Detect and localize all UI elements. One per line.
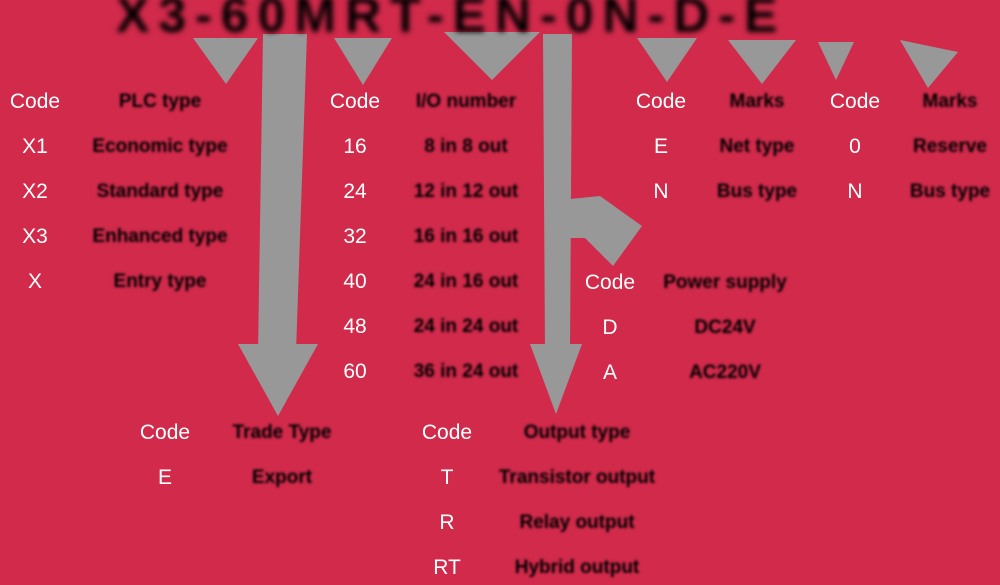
series-code: X3: [22, 225, 48, 248]
marksright-header-label: Marks: [922, 91, 978, 112]
series-code: X: [27, 270, 42, 293]
io-code-header: Code: [329, 90, 381, 113]
io-code: 48: [343, 315, 367, 338]
io-label: 8 in 8 out: [424, 136, 508, 157]
io-header-label: I/O number: [415, 91, 517, 112]
power-code: A: [602, 361, 617, 384]
marksleft-label: Bus type: [716, 181, 798, 202]
marksright-label: Reserve: [913, 136, 987, 157]
series-code-header: Code: [9, 90, 61, 113]
arrow-head-to-output-table-icon: [530, 344, 582, 414]
arrow-to-marksright-header-icon: [900, 40, 958, 88]
output-code: R: [439, 511, 455, 534]
power-label: DC24V: [694, 317, 756, 338]
io-code: 24: [343, 180, 367, 203]
io-label: 36 in 24 out: [413, 361, 519, 382]
marksright-code: 0: [849, 135, 861, 158]
marksright-code: N: [847, 180, 863, 203]
model-number-title: X3-60MRT-EN-0N-D-E: [116, 0, 787, 43]
output-label: Relay output: [519, 512, 635, 533]
output-label: Transistor output: [498, 467, 656, 488]
output-label: Hybrid output: [514, 557, 640, 578]
arrow-to-io-header-icon: [444, 32, 540, 80]
trade-code: E: [157, 466, 172, 489]
arrow-to-marksleft-code-icon: [637, 38, 697, 82]
series-label: Enhanced type: [92, 226, 228, 247]
output-code: RT: [433, 556, 461, 579]
arrow-to-series-header-icon: [193, 38, 258, 84]
io-label: 16 in 16 out: [413, 226, 519, 247]
output-header-label: Output type: [523, 422, 631, 443]
io-label: 24 in 16 out: [413, 271, 519, 292]
trade-code-header: Code: [139, 421, 191, 444]
arrow-head-to-trade-table-icon: [238, 344, 318, 416]
arrow-to-marksright-code-icon: [818, 42, 854, 80]
series-header-label: PLC type: [118, 91, 202, 112]
io-code: 40: [343, 270, 367, 293]
marksleft-header-label: Marks: [729, 91, 785, 112]
marksright-label: Bus type: [909, 181, 991, 202]
output-code-header: Code: [421, 421, 473, 444]
marksright-code-header: Code: [829, 90, 881, 113]
power-label: AC220V: [689, 362, 761, 383]
power-code: D: [602, 316, 618, 339]
io-label: 24 in 24 out: [413, 316, 519, 337]
arrow-branch-to-power-table-icon: [560, 196, 642, 266]
arrow-to-io-code-icon: [334, 38, 392, 85]
series-code: X2: [22, 180, 48, 203]
trade-header-label: Trade Type: [232, 422, 332, 443]
output-code: T: [440, 466, 454, 489]
marksleft-label: Net type: [719, 136, 795, 157]
arrow-to-marksleft-header-icon: [728, 40, 796, 84]
power-code-header: Code: [584, 271, 636, 294]
arrow-stem-to-trade-table-icon: [258, 34, 307, 352]
io-code: 16: [343, 135, 367, 158]
series-label: Economic type: [92, 136, 228, 157]
series-code: X1: [22, 135, 48, 158]
io-code: 60: [343, 360, 367, 383]
marksleft-code-header: Code: [635, 90, 687, 113]
io-label: 12 in 12 out: [413, 181, 519, 202]
arrow-stem-to-output-table-icon: [543, 34, 572, 352]
series-label: Standard type: [96, 181, 224, 202]
marksleft-code: E: [653, 135, 668, 158]
io-code: 32: [343, 225, 367, 248]
trade-label: Export: [251, 467, 313, 488]
marksleft-code: N: [653, 180, 669, 203]
power-header-label: Power supply: [663, 272, 787, 293]
series-label: Entry type: [113, 271, 207, 292]
